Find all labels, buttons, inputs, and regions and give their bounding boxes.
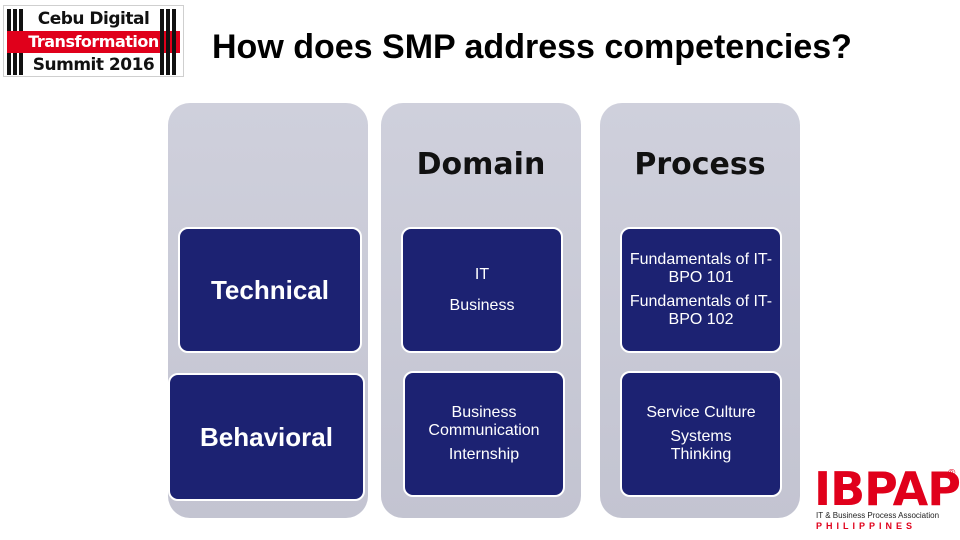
logo-barcode-right	[160, 9, 180, 75]
event-logo: Cebu Digital Transformation Summit 2016	[3, 5, 184, 77]
box-item: Service Culture	[646, 404, 756, 421]
box-item: Fundamentals of IT-BPO 101	[629, 251, 773, 286]
box-technical: Technical	[178, 227, 362, 353]
box-item: Systems Thinking	[670, 428, 732, 463]
box-item: Business Communication	[428, 404, 540, 439]
box-process-technical: Fundamentals of IT-BPO 101 Fundamentals …	[620, 227, 782, 353]
column-process: Process Fundamentals of IT-BPO 101 Funda…	[600, 103, 800, 518]
box-item: Fundamentals of IT-BPO 102	[629, 293, 773, 328]
box-item: Internship	[448, 446, 520, 463]
slide-title: How does SMP address competencies?	[212, 28, 852, 66]
column-competency-types: Technical Behavioral	[168, 103, 368, 518]
column-heading: Process	[634, 147, 766, 182]
logo-line-2: Transformation	[7, 31, 180, 53]
box-domain-technical: IT Business	[401, 227, 563, 353]
box-domain-behavioral: Business Communication Internship	[403, 371, 565, 497]
column-heading: Domain	[416, 147, 546, 182]
box-behavioral: Behavioral	[168, 373, 365, 501]
box-label: Technical	[210, 274, 329, 305]
box-item: IT	[474, 265, 490, 283]
ibpap-tagline: IT & Business Process Association	[816, 511, 940, 520]
ibpap-country: PHILIPPINES	[816, 521, 917, 531]
logo-line-3: Summit 2016	[32, 55, 155, 75]
box-item: Business	[449, 296, 515, 314]
box-label: Behavioral	[200, 421, 333, 452]
box-process-behavioral: Service Culture Systems Thinking	[620, 371, 782, 497]
ibpap-wordmark: IBPAP	[814, 462, 960, 516]
logo-line-1: Cebu Digital	[37, 9, 150, 29]
ibpap-logo: IBPAP ® IT & Business Process Associatio…	[814, 466, 960, 532]
registered-mark: ®	[948, 468, 956, 479]
column-domain: Domain IT Business Business Communicatio…	[381, 103, 581, 518]
